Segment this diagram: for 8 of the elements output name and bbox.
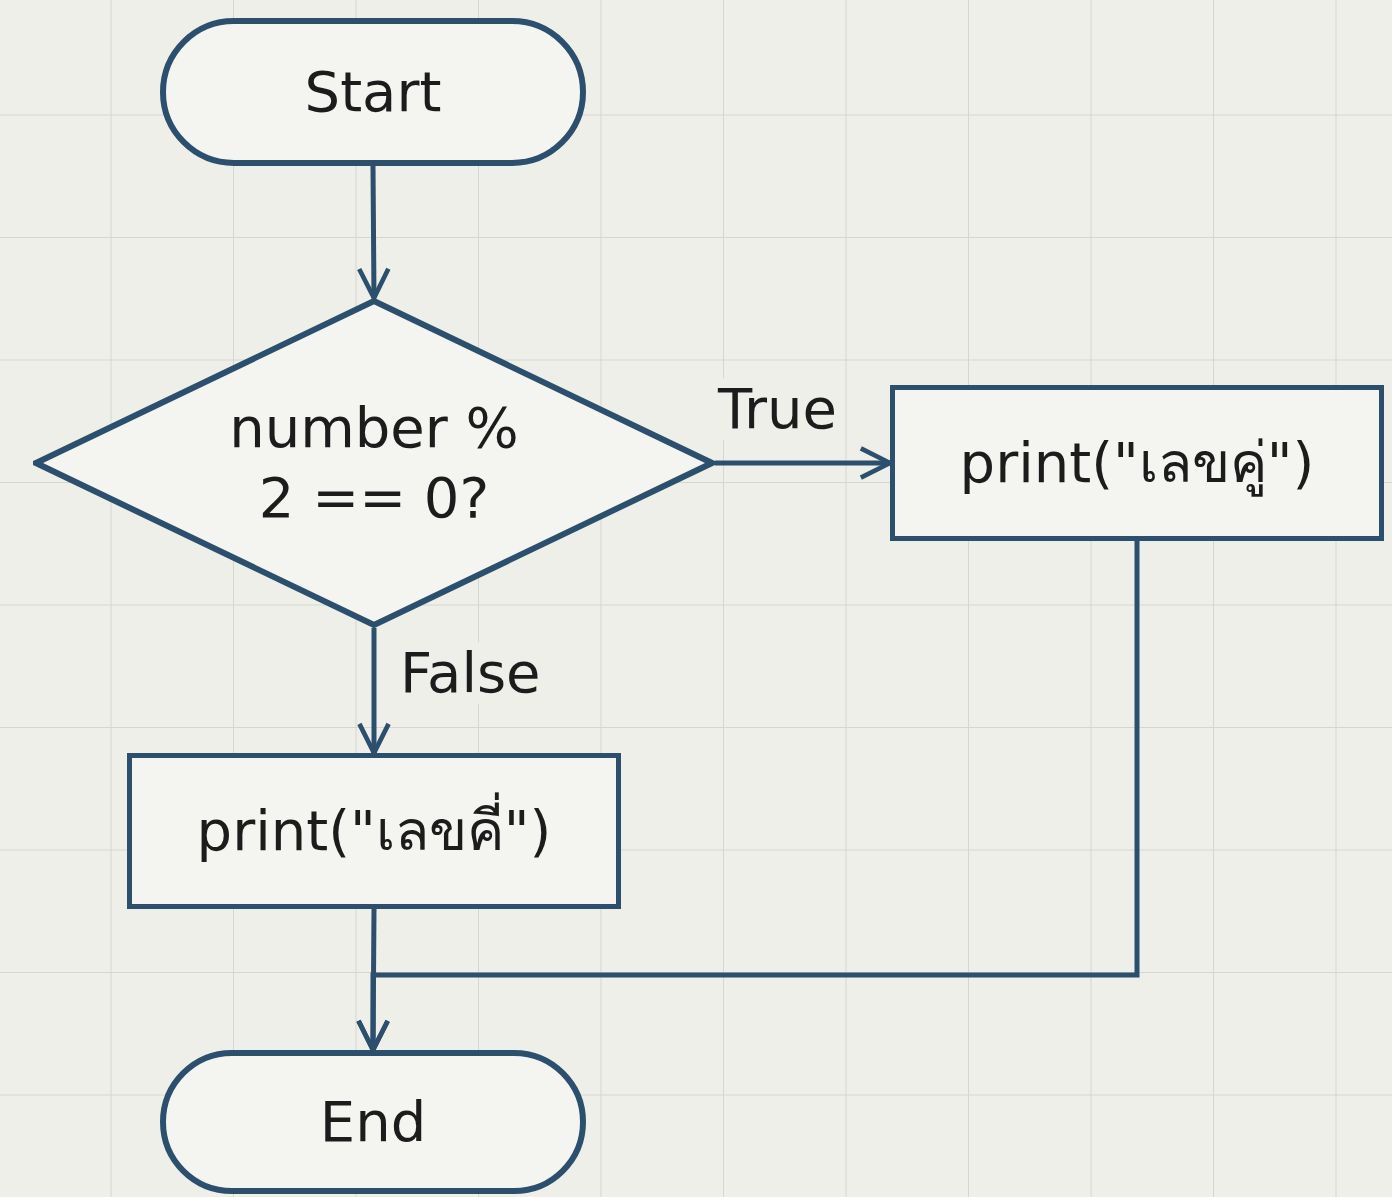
arrow [356, 541, 1140, 1053]
process-box: print("เลขคู่") [890, 385, 1384, 541]
terminal-shape: Start [160, 18, 586, 166]
edge-label: True [718, 378, 837, 440]
decision-diamond: number % 2 == 0? [33, 298, 715, 628]
process-box: print("เลขคี่") [127, 753, 621, 909]
arrow [356, 166, 391, 301]
terminal-shape: End [160, 1050, 586, 1194]
